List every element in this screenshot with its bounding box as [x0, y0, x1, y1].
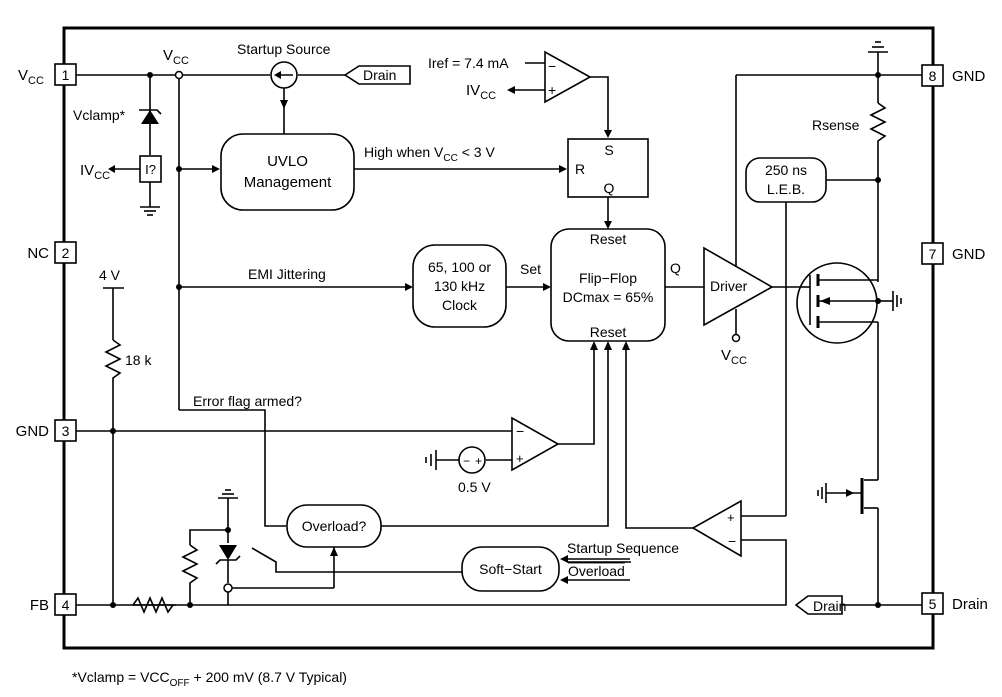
svg-text:−: − [728, 533, 736, 549]
startup-source-label: Startup Source [237, 41, 331, 57]
pin-8-label: GND [952, 68, 986, 85]
svg-text:Reset: Reset [590, 231, 627, 247]
clock-block [412, 244, 507, 328]
svg-text:Reset: Reset [590, 324, 627, 340]
svg-text:Clock: Clock [442, 297, 478, 313]
set-label: Set [520, 261, 541, 277]
pin-5-number: 5 [929, 596, 937, 612]
vcc-driver-label: VCC [721, 347, 747, 367]
package-outline [62, 26, 935, 650]
emi-label: EMI Jittering [248, 266, 326, 282]
pin-7-number: 7 [929, 246, 937, 262]
svg-text:+: + [475, 454, 482, 468]
svg-text:Overload?: Overload? [302, 518, 367, 534]
ivcc-left-label: IVCC [80, 162, 110, 182]
error-flag-label: Error flag armed? [193, 393, 302, 409]
svg-text:+: + [727, 510, 735, 525]
svg-text:S: S [604, 142, 613, 158]
pin-2-number: 2 [62, 245, 70, 261]
svg-text:−: − [463, 454, 470, 468]
four-v-label: 4 V [99, 267, 121, 283]
fb-zener [219, 545, 237, 560]
pin-7-box [921, 242, 944, 265]
svg-text:Drain: Drain [363, 67, 396, 83]
sr-latch [567, 138, 649, 198]
svg-text:Management: Management [244, 174, 332, 191]
ivcc-top-label: IVCC [466, 82, 496, 102]
drain-tag-bottom [794, 595, 843, 615]
power-mosfet [796, 262, 878, 344]
svg-text:250 ns: 250 ns [765, 162, 807, 178]
jfet-gate-arrow [846, 489, 854, 497]
overload-in-label: Overload [568, 563, 625, 579]
svg-text:UVLO: UVLO [267, 153, 308, 170]
svg-text:130 kHz: 130 kHz [434, 278, 485, 294]
svg-text:L.E.B.: L.E.B. [767, 181, 805, 197]
svg-text:I?: I? [145, 162, 156, 177]
q-out-label: Q [670, 260, 681, 276]
iref-label: Iref = 7.4 mA [428, 55, 509, 71]
vcc-node [174, 70, 184, 80]
pin-5-box [921, 592, 944, 615]
vclamp-zener [141, 110, 159, 124]
svg-text:Driver: Driver [710, 278, 748, 294]
svg-text:Flip−Flop: Flip−Flop [579, 270, 637, 286]
rsense-label: Rsense [812, 117, 860, 133]
svg-text:Q: Q [604, 180, 615, 196]
svg-text:+: + [548, 82, 556, 98]
svg-text:DCmax = 65%: DCmax = 65% [563, 289, 654, 305]
svg-text:Drain: Drain [813, 598, 846, 614]
pin-7-label: GND [952, 246, 986, 263]
uvlo-block [220, 133, 355, 211]
footnote: *Vclamp = VCCOFF + 200 mV (8.7 V Typical… [72, 669, 347, 689]
pin-1-label: VCC [18, 67, 44, 87]
r18k-label: 18 k [125, 352, 152, 368]
pin-2-box [54, 241, 77, 264]
high-when-label: High when VCC < 3 V [364, 144, 495, 164]
softstart-block [461, 546, 560, 592]
pin-4-label: FB [30, 597, 49, 614]
driver-block [703, 246, 774, 327]
fb-series-resistor [132, 595, 174, 615]
pin-3-number: 3 [62, 423, 70, 439]
svg-text:R: R [575, 161, 585, 177]
pin-2-label: NC [27, 245, 49, 262]
pin-4-number: 4 [62, 597, 70, 613]
vclamp-label: Vclamp* [73, 107, 126, 123]
sense-comparator [691, 499, 742, 558]
r18k-resistor [104, 339, 122, 605]
drain-tag-top [343, 65, 411, 85]
svg-text:Soft−Start: Soft−Start [479, 561, 542, 577]
svg-text:−: − [548, 58, 556, 74]
pin-3-label: GND [16, 423, 50, 440]
rsense-resistor [869, 102, 887, 180]
iref-comparator [544, 50, 592, 104]
svg-text:+: + [516, 451, 524, 466]
vref-label: 0.5 V [458, 479, 491, 495]
svg-text:65, 100 or: 65, 100 or [428, 259, 491, 275]
pin-8-number: 8 [929, 68, 937, 84]
startup-seq-label: Startup Sequence [567, 540, 679, 556]
fb-comparator [511, 416, 560, 472]
svg-text:−: − [516, 423, 524, 439]
pin-1-number: 1 [62, 67, 70, 83]
vcc-top-label: VCC [163, 47, 189, 67]
pin-5-label: Drain [952, 596, 988, 613]
